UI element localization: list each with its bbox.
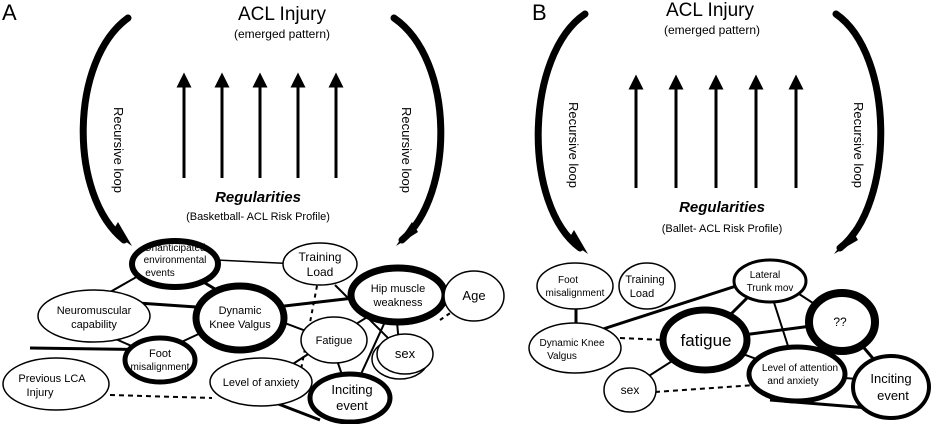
svg-text:misalignment: misalignment	[546, 288, 605, 299]
svg-text:weakness: weakness	[373, 297, 423, 309]
risk-profile-label: (Basketball- ACL Risk Profile)	[186, 211, 330, 223]
node-foot-misalignment: Foot misalignment	[536, 262, 614, 310]
svg-text:Age: Age	[462, 288, 485, 303]
svg-text:Hip muscle: Hip muscle	[371, 283, 425, 295]
emergence-arrows	[628, 74, 804, 188]
svg-text:Foot: Foot	[149, 348, 171, 360]
recursive-loop-label-right: Recursive loop	[851, 102, 866, 188]
svg-text:Training: Training	[625, 274, 664, 286]
svg-text:event: event	[336, 398, 368, 413]
node-previous-lca-injury: Previous LCA Injury	[2, 357, 110, 411]
svg-text:Load: Load	[630, 288, 654, 300]
svg-text:Neuromuscular: Neuromuscular	[57, 305, 132, 317]
recursive-loop-left-arrow	[79, 14, 132, 244]
emergence-arrows	[176, 72, 344, 178]
recursive-loop-label-left: Recursive loop	[566, 102, 581, 188]
node-level-of-anxiety: Level of anxiety	[209, 357, 313, 407]
svg-text:Inciting: Inciting	[870, 371, 911, 386]
panel-letter: B	[532, 0, 547, 25]
svg-text:Training: Training	[299, 250, 342, 264]
recursive-loop-left-arrowhead	[112, 222, 132, 246]
panel-letter: A	[2, 0, 17, 25]
node-fatigue: fatigue	[659, 306, 751, 374]
svg-text:and anxiety: and anxiety	[767, 376, 818, 387]
svg-text:Level of attention: Level of attention	[762, 363, 838, 374]
svg-text:Lateral: Lateral	[750, 270, 781, 281]
node-lateral-trunk-mov: Lateral Trunk mov	[732, 258, 808, 304]
svg-text:Knee Valgus: Knee Valgus	[209, 319, 271, 331]
svg-text:Dynamic: Dynamic	[219, 305, 262, 317]
recursive-loop-left-arrowhead	[568, 230, 588, 254]
node-fatigue: Fatigue	[300, 316, 368, 364]
node-foot-misalignment: Foot misalignment	[122, 335, 198, 385]
svg-text:Load: Load	[307, 265, 334, 279]
svg-text:capability: capability	[71, 319, 117, 331]
svg-text:Injury: Injury	[27, 387, 54, 399]
svg-text:fatigue: fatigue	[680, 331, 731, 350]
svg-text:Unanticipated: Unanticipated	[144, 243, 205, 254]
recursive-loop-right-arrow	[390, 14, 445, 244]
recursive-loop-left-arrow	[534, 10, 589, 252]
node-training-load: Training Load	[282, 242, 358, 286]
svg-text:Dynamic Knee: Dynamic Knee	[539, 338, 604, 349]
recursive-loop-right-arrow	[832, 10, 885, 252]
recursive-loop-label-left: Recursive loop	[111, 107, 126, 193]
svg-text:misalignment: misalignment	[131, 362, 190, 373]
panel-subtitle: (emerged pattern)	[664, 23, 760, 37]
recursive-loop-label-right: Recursive loop	[399, 107, 414, 193]
svg-text:events: events	[145, 268, 174, 279]
recursive-loop-right-arrowhead	[396, 222, 418, 246]
svg-text:Inciting: Inciting	[331, 382, 372, 397]
panel-title: ACL Injury	[666, 0, 754, 21]
svg-text:event: event	[877, 388, 909, 403]
risk-profile-label: (Ballet- ACL Risk Profile)	[662, 223, 783, 235]
svg-text:Trunk mov: Trunk mov	[747, 283, 794, 294]
node-level-of-attention-and-anxiety: Level of attention and anxiety	[746, 344, 848, 404]
node-inciting-event: Inciting event	[851, 354, 931, 420]
node-neuromuscular-capability: Neuromuscular capability	[37, 289, 151, 343]
node-unknown-factor: ??	[805, 289, 879, 355]
node-unanticipated-events: Unanticipated environmental events	[129, 238, 221, 290]
panel-a: A ACL Injury (emerged pattern) Recursive…	[2, 0, 505, 424]
node-sex: sex	[371, 333, 434, 380]
node-dynamic-knee-valgus: Dynamic Knee Valgus	[192, 282, 288, 354]
panel-title: ACL Injury	[238, 4, 326, 25]
svg-text:sex: sex	[621, 383, 640, 397]
panel-subtitle: (emerged pattern)	[234, 27, 330, 41]
svg-text:Previous LCA: Previous LCA	[18, 373, 86, 385]
node-hip-muscle-weakness: Hip muscle weakness	[347, 264, 449, 326]
node-training-load: Training Load	[618, 262, 676, 310]
svg-text:??: ??	[833, 315, 847, 329]
svg-text:Valgus: Valgus	[547, 351, 577, 362]
svg-text:Fatigue: Fatigue	[316, 335, 353, 347]
panel-b: B ACL Injury (emerged pattern) Recursive…	[528, 0, 931, 420]
regularities-title: Regularities	[215, 189, 301, 206]
node-age: Age	[443, 270, 505, 322]
svg-text:Foot: Foot	[558, 275, 578, 286]
svg-text:Level of anxiety: Level of anxiety	[223, 377, 300, 389]
svg-text:environmental: environmental	[144, 255, 207, 266]
node-inciting-event: Inciting event	[307, 371, 393, 424]
node-dynamic-knee-valgus: Dynamic Knee Valgus	[528, 322, 622, 374]
svg-text:sex: sex	[395, 346, 416, 361]
recursive-loop-right-arrowhead	[834, 230, 858, 254]
regularities-title: Regularities	[679, 199, 765, 216]
node-sex: sex	[603, 367, 657, 413]
